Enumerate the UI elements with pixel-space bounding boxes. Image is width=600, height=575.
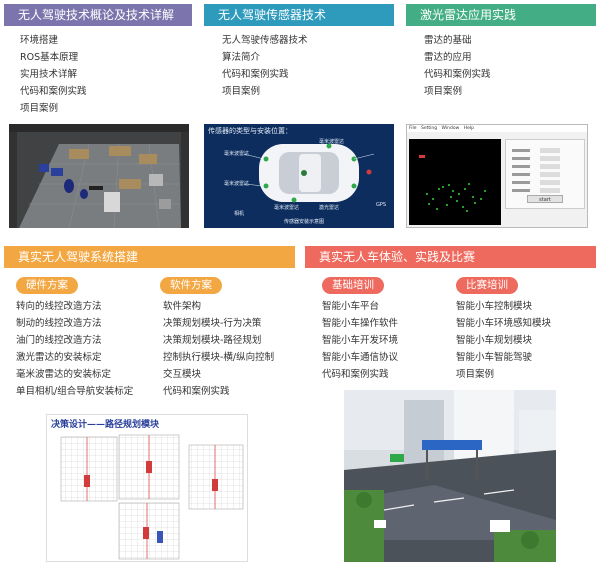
list-item: 智能小车控制模块 bbox=[456, 301, 533, 312]
list-item: 毫米波雷达的安装标定 bbox=[16, 369, 112, 380]
sensor-label: 毫米波雷达 bbox=[274, 205, 300, 211]
sensor-diagram-caption: 传感器的类型与安装位置： bbox=[208, 127, 292, 135]
list-item: 软件架构 bbox=[163, 301, 202, 312]
section-title: 真实无人驾驶系统搭建 bbox=[18, 250, 139, 264]
hardware-topic-list: 转向的线控改造方法 制动的线控改造方法 油门的线控改造方法 激光雷达的安装标定 … bbox=[16, 298, 133, 400]
section-header-system-build: 真实无人驾驶系统搭建 bbox=[4, 246, 295, 268]
point-cloud-view bbox=[409, 139, 501, 225]
list-item: 环境搭建 bbox=[20, 35, 59, 46]
sensor-layout-screenshot: 传感器的类型与安装位置： 毫米波雷达 毫米波雷达 毫米波雷达 毫米波雷达 激光雷… bbox=[204, 124, 394, 228]
lidar-topic-list: 雷达的基础 雷达的应用 代码和案例实践 项目案例 bbox=[424, 32, 491, 100]
simulation-scene-image bbox=[9, 124, 189, 228]
badge-label: 硬件方案 bbox=[26, 279, 68, 291]
list-item: 实用技术详解 bbox=[20, 69, 78, 80]
list-item: 雷达的基础 bbox=[424, 35, 472, 46]
badge-label: 比赛培训 bbox=[466, 279, 508, 291]
sensor-label: 毫米波雷达 bbox=[319, 139, 345, 145]
model-city-photo bbox=[344, 390, 556, 562]
list-item: 代码和案例实践 bbox=[20, 86, 87, 97]
section-header-real-car: 真实无人车体验、实践及比赛 bbox=[305, 246, 596, 268]
software-topic-list: 软件架构 决策规划模块-行为决策 决策规划模块-路径规划 控制执行模块-横/纵向… bbox=[163, 298, 274, 400]
sensor-label: GPS bbox=[376, 202, 387, 208]
menu-help[interactable]: Help bbox=[463, 126, 474, 131]
list-item: 转向的线控改造方法 bbox=[16, 301, 102, 312]
basic-training-list: 智能小车平台 智能小车操作软件 智能小车开发环境 智能小车通信协议 代码和案例实… bbox=[322, 298, 398, 383]
list-item: 无人驾驶传感器技术 bbox=[222, 35, 308, 46]
list-item: 决策规划模块-行为决策 bbox=[163, 318, 262, 329]
menu-bar: File Setting Window Help bbox=[407, 125, 587, 132]
contest-training-list: 智能小车控制模块 智能小车环境感知模块 智能小车规划模块 智能小车智能驾驶 项目… bbox=[456, 298, 551, 383]
lidar-app-screenshot: File Setting Window Help bbox=[406, 124, 588, 228]
list-item: 智能小车通信协议 bbox=[322, 352, 399, 363]
badge-label: 软件方案 bbox=[170, 279, 212, 291]
section-title: 激光雷达应用实践 bbox=[420, 8, 517, 22]
list-item: 智能小车规划模块 bbox=[456, 335, 533, 346]
basic-training-badge: 基础培训 bbox=[322, 277, 384, 294]
path-planning-figure: 决策设计——路径规划模块 bbox=[46, 414, 248, 562]
list-item: 智能小车环境感知模块 bbox=[456, 318, 552, 329]
list-item: 决策规划模块-路径规划 bbox=[163, 335, 262, 346]
menu-setting[interactable]: Setting bbox=[420, 126, 438, 131]
list-item: 智能小车智能驾驶 bbox=[456, 352, 533, 363]
sensor-label: 相机 bbox=[234, 211, 245, 217]
list-item: 智能小车开发环境 bbox=[322, 335, 399, 346]
section-title: 无人驾驶技术概论及技术详解 bbox=[18, 8, 175, 22]
figure-title: 决策设计——路径规划模块 bbox=[51, 420, 160, 430]
menu-file[interactable]: File bbox=[409, 126, 417, 131]
list-item: 项目案例 bbox=[222, 86, 261, 97]
simulation-screenshot bbox=[9, 124, 189, 228]
car-topview-image bbox=[243, 143, 375, 203]
start-button[interactable]: start bbox=[527, 195, 563, 203]
overview-topic-list: 环境搭建 ROS基本原理 实用技术详解 代码和案例实践 项目案例 bbox=[20, 32, 87, 117]
software-plan-badge: 软件方案 bbox=[160, 277, 222, 294]
sensor-diagram-footer: 传感器安装示意图 bbox=[284, 219, 325, 225]
contest-training-badge: 比赛培训 bbox=[456, 277, 518, 294]
section-header-lidar: 激光雷达应用实践 bbox=[406, 4, 596, 26]
list-item: 项目案例 bbox=[456, 369, 495, 380]
section-title: 无人驾驶传感器技术 bbox=[218, 8, 327, 22]
hardware-plan-badge: 硬件方案 bbox=[16, 277, 78, 294]
section-header-overview: 无人驾驶技术概论及技术详解 bbox=[4, 4, 192, 26]
list-item: 代码和案例实践 bbox=[424, 69, 491, 80]
badge-label: 基础培训 bbox=[332, 279, 374, 291]
list-item: 智能小车平台 bbox=[322, 301, 380, 312]
list-item: 雷达的应用 bbox=[424, 52, 472, 63]
list-item: 制动的线控改造方法 bbox=[16, 318, 102, 329]
list-item: 代码和案例实践 bbox=[322, 369, 389, 380]
list-item: 油门的线控改造方法 bbox=[16, 335, 102, 346]
model-city-scene-image bbox=[344, 390, 556, 562]
list-item: 项目案例 bbox=[424, 86, 463, 97]
sensor-label: 毫米波雷达 bbox=[224, 181, 250, 187]
sensor-label: 毫米波雷达 bbox=[224, 151, 250, 157]
sensor-label: 激光雷达 bbox=[319, 205, 340, 211]
list-item: 交互模块 bbox=[163, 369, 202, 380]
list-item: ROS基本原理 bbox=[20, 52, 79, 63]
list-item: 单目相机/组合导航安装标定 bbox=[16, 386, 134, 397]
list-item: 控制执行模块-横/纵向控制 bbox=[163, 352, 275, 363]
list-item: 算法简介 bbox=[222, 52, 261, 63]
list-item: 智能小车操作软件 bbox=[322, 318, 399, 329]
list-item: 代码和案例实践 bbox=[163, 386, 230, 397]
menu-window[interactable]: Window bbox=[441, 126, 460, 131]
planning-grids-image bbox=[60, 434, 244, 560]
sensor-topic-list: 无人驾驶传感器技术 算法简介 代码和案例实践 项目案例 bbox=[222, 32, 308, 100]
list-item: 代码和案例实践 bbox=[222, 69, 289, 80]
list-item: 激光雷达的安装标定 bbox=[16, 352, 102, 363]
list-item: 项目案例 bbox=[20, 103, 59, 114]
section-header-sensors: 无人驾驶传感器技术 bbox=[204, 4, 394, 26]
section-title: 真实无人车体验、实践及比赛 bbox=[319, 250, 476, 264]
